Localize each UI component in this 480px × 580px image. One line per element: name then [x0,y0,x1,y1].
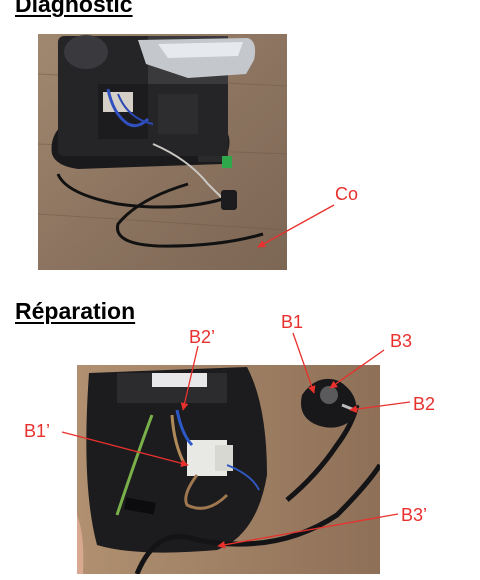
callout-b1: B1 [281,312,304,332]
reparation-photo [77,365,380,574]
callout-b3prime: B3’ [401,505,428,525]
callout-b1prime: B1’ [24,421,51,441]
callout-b2: B2 [413,394,436,414]
section-title-reparation: Réparation [15,298,136,324]
section-title-diagnostic: Diagnostic [15,0,133,17]
diagnostic-photo [38,34,287,270]
callout-co: Co [335,184,359,204]
callout-b3: B3 [390,331,413,351]
callout-b2prime: B2’ [189,327,216,347]
